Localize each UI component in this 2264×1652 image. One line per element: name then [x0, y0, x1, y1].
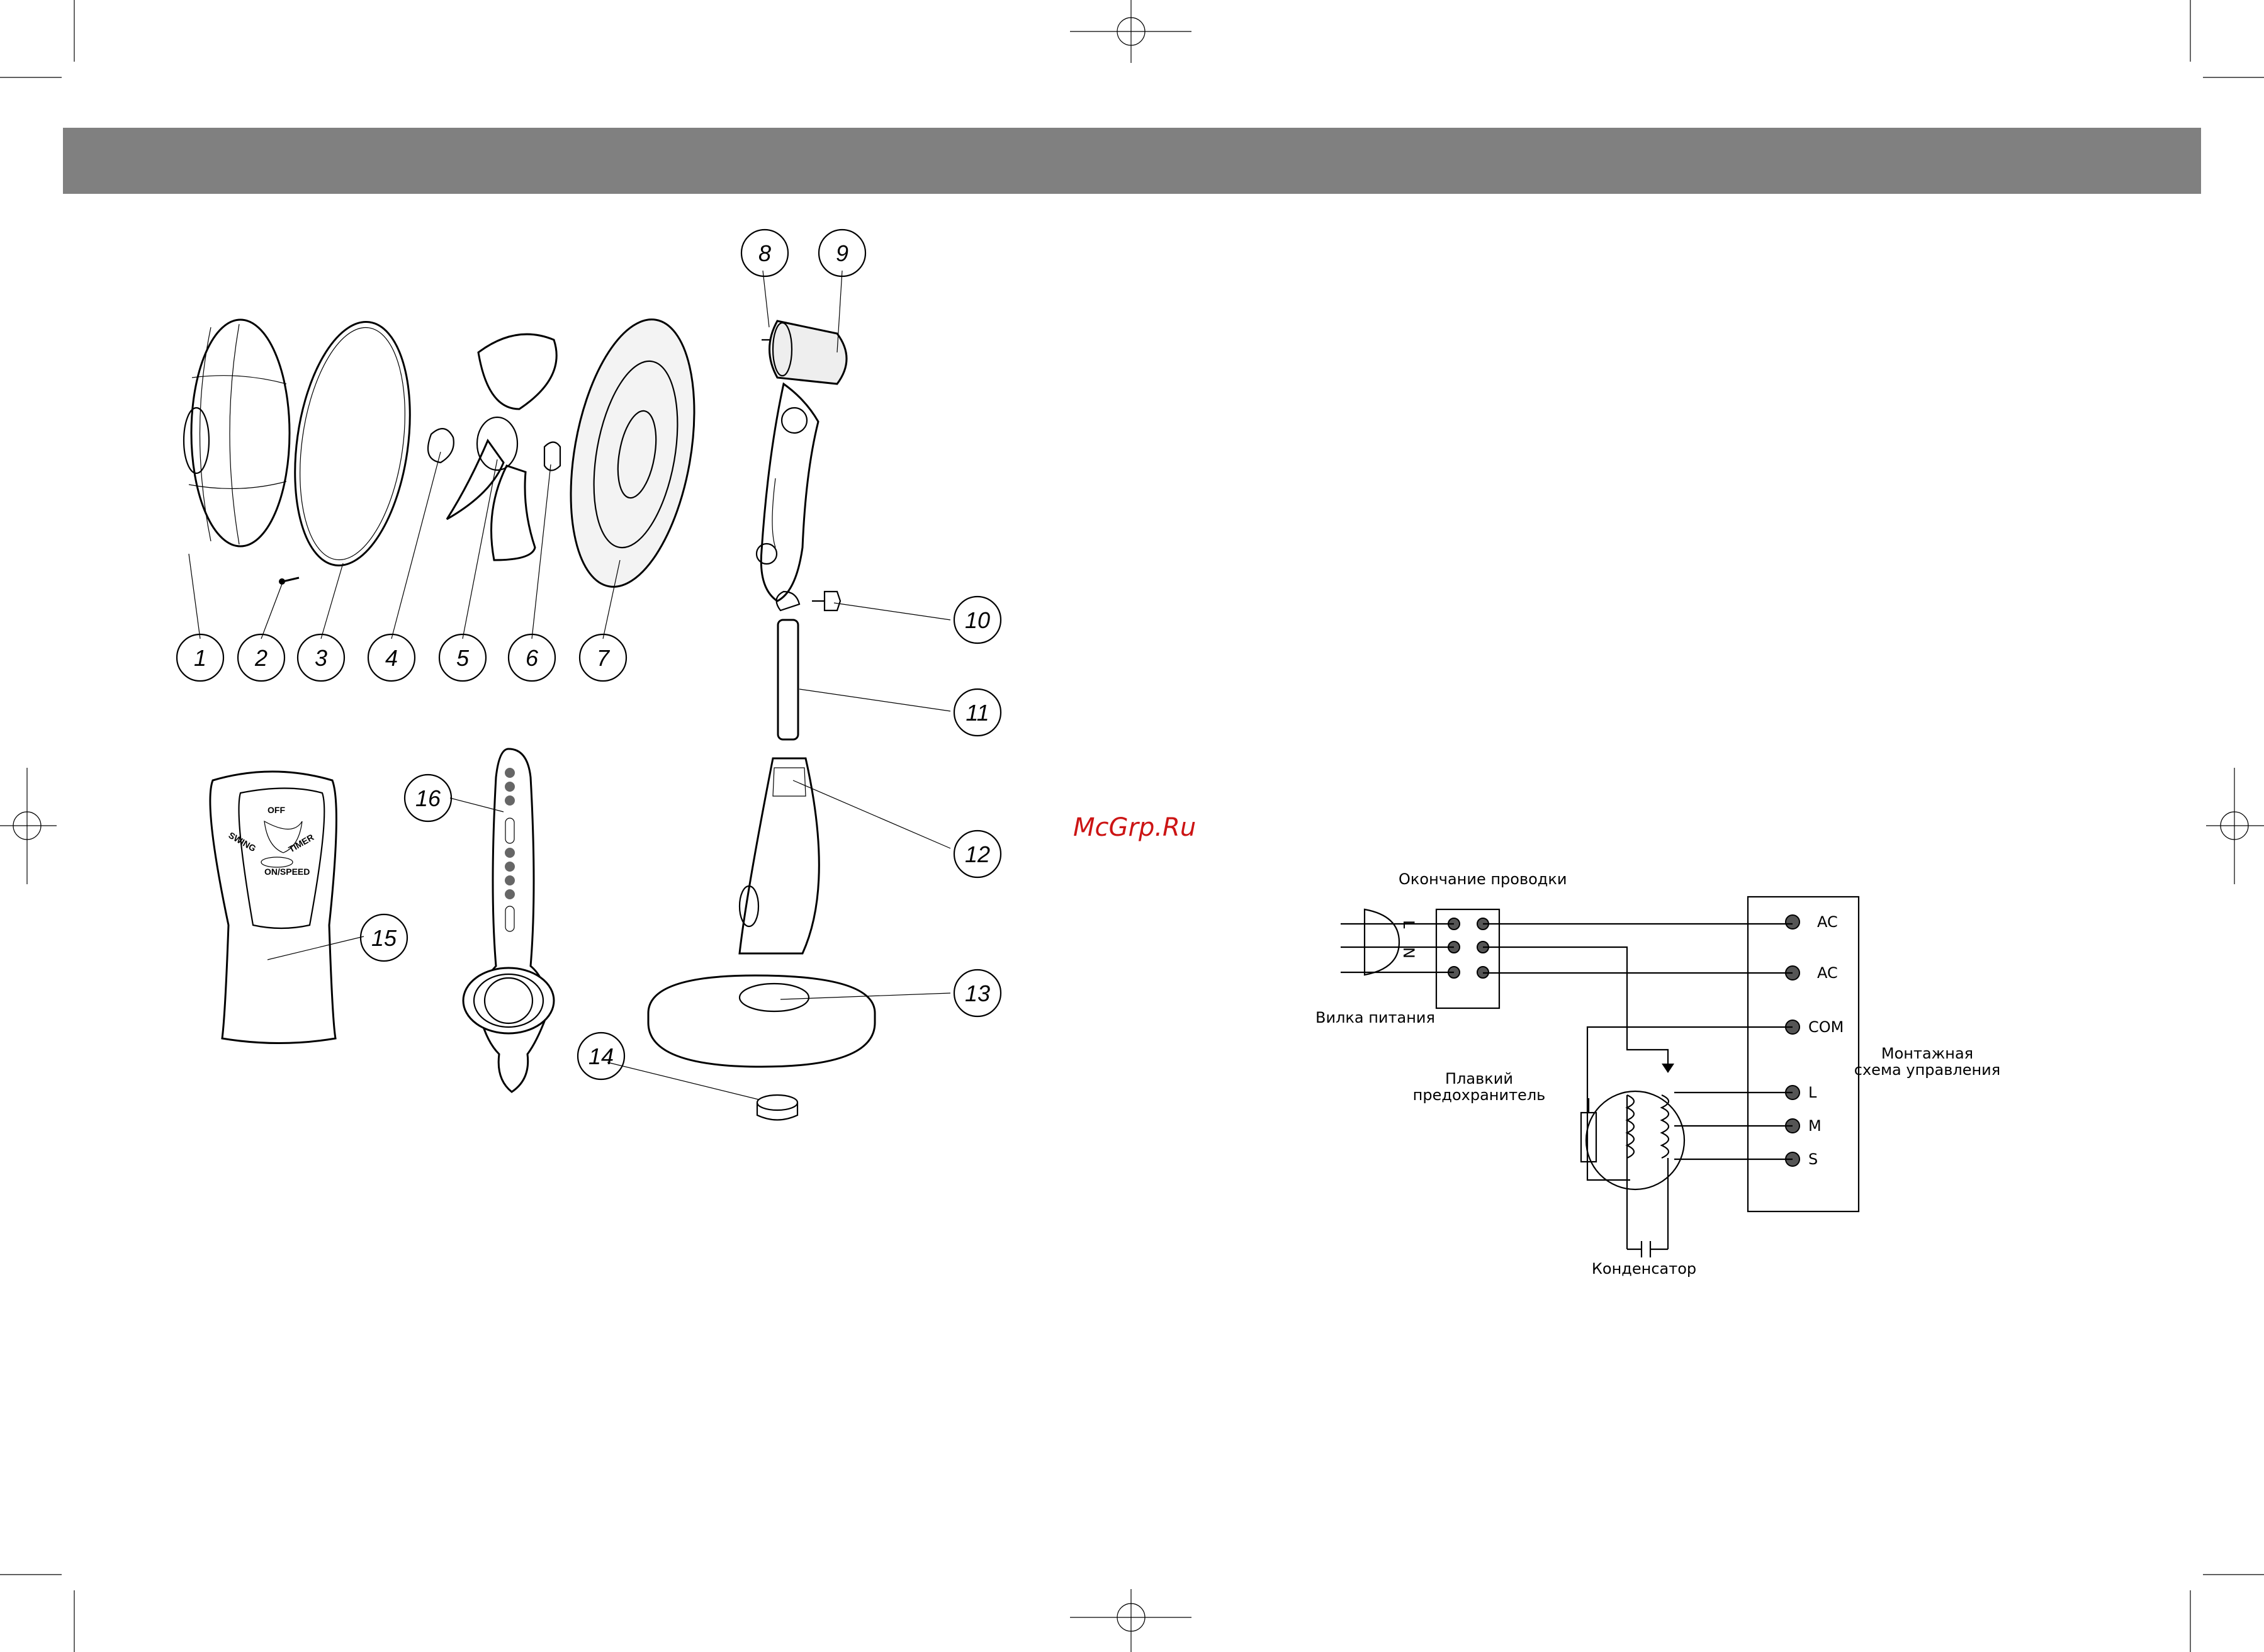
svg-text:3: 3: [315, 645, 327, 671]
registration-mark-left: [0, 768, 57, 884]
svg-text:12: 12: [965, 841, 990, 867]
base-foot-drawing: [757, 1095, 797, 1120]
callout-2: 2: [238, 634, 284, 681]
svg-text:7: 7: [597, 645, 611, 671]
svg-text:10: 10: [965, 607, 990, 633]
registration-mark-right: [2206, 768, 2264, 884]
callout-8: 8: [741, 230, 788, 276]
terminal-com: COM: [1808, 1018, 1844, 1036]
tilt-knob-drawing: [812, 592, 840, 610]
callout-1: 1: [177, 634, 223, 681]
svg-text:15: 15: [371, 925, 397, 951]
callout-13: 13: [954, 970, 1001, 1016]
control-panel-drawing: [463, 749, 554, 1092]
control-board-box: [1748, 897, 1859, 1211]
callout-6: 6: [509, 634, 555, 681]
registration-mark-top: [1070, 0, 1191, 63]
fuse-label-line1: Плавкий: [1445, 1070, 1513, 1087]
base-plate-drawing: [648, 975, 875, 1067]
svg-text:2: 2: [254, 645, 268, 671]
svg-text:13: 13: [965, 981, 990, 1006]
spinner-nut-drawing: [544, 442, 560, 471]
callout-3: 3: [298, 634, 344, 681]
watermark-text: McGrp.Ru: [1073, 813, 1196, 842]
registration-mark-bottom: [1070, 1589, 1191, 1652]
wires: [1483, 924, 1793, 1180]
terminal-ac-1: AC: [1817, 913, 1838, 931]
board-terminals: [1786, 915, 1799, 1166]
callout-7: 7: [580, 634, 626, 681]
callout-12: 12: [954, 831, 1001, 877]
svg-text:5: 5: [456, 645, 470, 671]
wiring-title: Окончание проводки: [1399, 870, 1567, 888]
wiring-diagram: Окончание проводки L N Вилка питания: [1315, 870, 2000, 1278]
svg-text:11: 11: [966, 700, 989, 726]
capacitor-symbol: [1627, 1241, 1668, 1257]
callout-14: 14: [578, 1033, 624, 1079]
grille-rim-drawing: [281, 315, 425, 573]
svg-text:1: 1: [194, 645, 206, 671]
fan-exploded-view: OFF SWING TIMER ON/SPEED: [177, 230, 1001, 1120]
plug-pin-n: N: [1400, 947, 1417, 958]
blade-cap-drawing: [428, 429, 454, 463]
terminal-ac-2: AC: [1817, 964, 1838, 982]
extension-pipe-drawing: [778, 620, 798, 739]
svg-text:8: 8: [758, 240, 771, 266]
svg-text:9: 9: [836, 240, 848, 266]
plug-label: Вилка питания: [1315, 1009, 1435, 1026]
callout-11: 11: [954, 689, 1001, 736]
svg-text:16: 16: [415, 785, 441, 811]
screw-drawing: [279, 578, 299, 585]
callout-4: 4: [368, 634, 415, 681]
stand-column-drawing: [740, 758, 819, 953]
callout-16: 16: [405, 775, 451, 821]
board-label-line2: схема управления: [1854, 1061, 2000, 1079]
arrow-icon: [1662, 1064, 1674, 1073]
motor-housing-drawing: [762, 321, 847, 384]
svg-text:4: 4: [385, 645, 398, 671]
terminal-m: M: [1808, 1117, 1822, 1135]
capacitor-label: Конденсатор: [1592, 1260, 1696, 1278]
svg-text:6: 6: [526, 645, 539, 671]
front-grille-drawing: [552, 310, 713, 596]
callout-5: 5: [439, 634, 486, 681]
remote-control-drawing: OFF SWING TIMER ON/SPEED: [210, 772, 337, 1043]
motor-symbol: [1581, 1091, 1684, 1249]
callout-9: 9: [819, 230, 865, 276]
rear-grille-drawing: [184, 320, 290, 546]
header-bar: [63, 128, 2201, 194]
terminal-s: S: [1808, 1150, 1818, 1168]
terminal-l: L: [1808, 1084, 1817, 1101]
fan-neck-drawing: [757, 384, 818, 610]
callout-15: 15: [361, 914, 407, 961]
svg-text:14: 14: [589, 1043, 614, 1069]
board-label-line1: Монтажная: [1881, 1045, 1973, 1062]
remote-onspeed-label: ON/SPEED: [264, 867, 310, 877]
remote-off-label: OFF: [268, 805, 285, 815]
fan-blade-drawing: [447, 334, 556, 560]
fuse-label-line2: предохранитель: [1413, 1086, 1546, 1104]
power-plug-symbol: [1341, 909, 1399, 975]
callout-10: 10: [954, 597, 1001, 643]
